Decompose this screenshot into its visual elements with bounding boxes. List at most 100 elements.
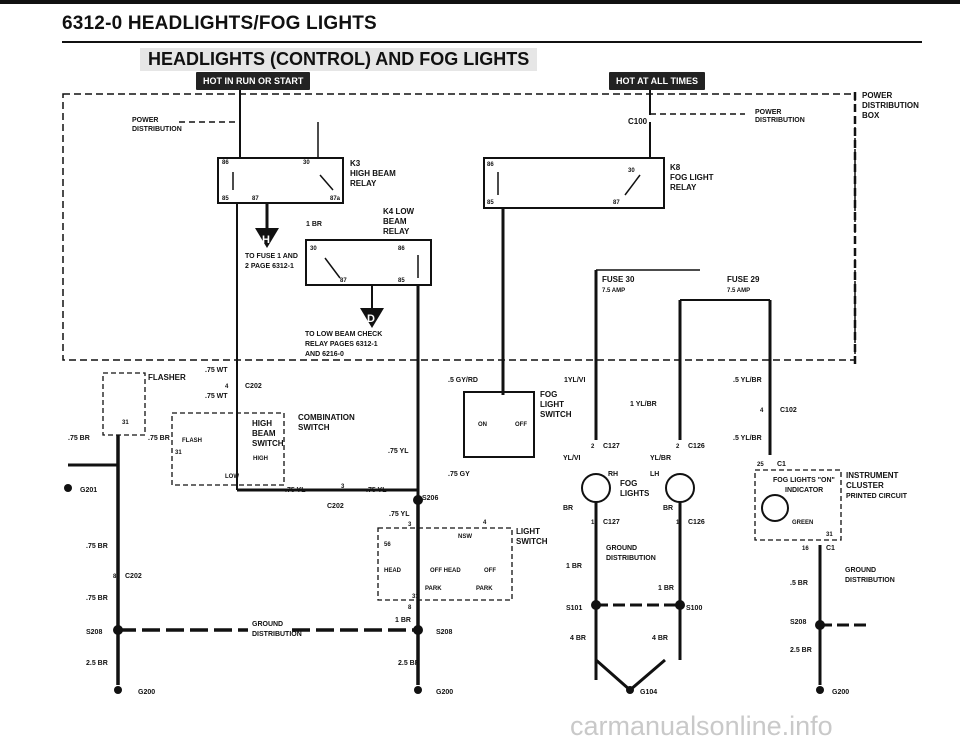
fog-switch-label-3: SWITCH xyxy=(540,410,572,419)
park-pos-2: PARK xyxy=(476,586,493,592)
power-dist-label-2: DISTRIBUTION xyxy=(132,126,182,133)
conn-1b: 1 xyxy=(676,520,680,526)
combination-label: COMBINATION xyxy=(298,413,355,422)
wire-75br-4: .75 BR xyxy=(86,595,108,602)
combination-label-2: SWITCH xyxy=(298,423,330,432)
c127-label-a: C127 xyxy=(603,443,620,450)
wire-75wt: .75 WT xyxy=(205,367,228,374)
conn-16: 16 xyxy=(802,546,809,552)
conn-25: 25 xyxy=(757,462,764,468)
ylvi-label: YL/VI xyxy=(563,455,581,462)
c126-label-b: C126 xyxy=(688,519,705,526)
wire-1br-4: 1 BR xyxy=(658,585,674,592)
high-pos: HIGH xyxy=(253,456,268,462)
wire-1br: 1 BR xyxy=(306,221,322,228)
k3-label: K3 xyxy=(350,159,361,168)
high-beam-sw-label-2: BEAM xyxy=(252,429,276,438)
wire-4br: 4 BR xyxy=(570,635,586,642)
k8-label-3: RELAY xyxy=(670,183,697,192)
wire-1ylbr: 1 YL/BR xyxy=(630,401,657,408)
g200-mid-label: G200 xyxy=(436,689,453,696)
section-title: HEADLIGHTS (CONTROL) AND FOG LIGHTS xyxy=(140,48,538,71)
c102-label: C102 xyxy=(780,407,797,414)
instrument-cluster-label-2: CLUSTER xyxy=(846,481,884,490)
fog-switch-label: FOG xyxy=(540,390,557,399)
c202-label-a: C202 xyxy=(245,383,262,390)
c126-label-a: C126 xyxy=(688,443,705,450)
to-low-beam-label-2: RELAY PAGES 6312-1 xyxy=(305,341,378,348)
wire-75br: .75 BR xyxy=(68,435,90,442)
conn-2a: 2 xyxy=(591,444,595,450)
off-pos: OFF xyxy=(484,568,496,574)
wire-75gy: .75 GY xyxy=(448,471,470,478)
fuse29-amp: 7.5 AMP xyxy=(727,288,750,294)
fog-on-pos: ON xyxy=(478,422,487,428)
k8-label: K8 xyxy=(670,163,681,172)
h-marker-letter: H xyxy=(262,234,270,246)
k8-pin-30: 30 xyxy=(628,168,635,174)
wire-5br: .5 BR xyxy=(790,580,808,587)
k3-pin-30: 30 xyxy=(303,160,310,166)
c100-label: C100 xyxy=(628,117,648,126)
conn-2b: 2 xyxy=(676,444,680,450)
wire-75br-3: .75 BR xyxy=(86,543,108,550)
k3-label-3: RELAY xyxy=(350,179,377,188)
instrument-cluster-label-3: PRINTED CIRCUIT xyxy=(846,493,908,500)
g200-right-label: G200 xyxy=(832,689,849,696)
park-pos: PARK xyxy=(425,586,442,592)
pdb-label-2: DISTRIBUTION xyxy=(862,101,919,110)
to-fuse-label-2: 2 PAGE 6312-1 xyxy=(245,263,294,270)
pdb-label-3: BOX xyxy=(862,111,880,120)
s206-label: S206 xyxy=(422,495,438,502)
light-switch-label: LIGHT xyxy=(516,527,540,536)
wire-25br-3: 2.5 BR xyxy=(790,647,812,654)
watermark: carmanualsonline.info xyxy=(570,711,833,741)
c202-label-c: C202 xyxy=(125,573,142,580)
k4-label-3: RELAY xyxy=(383,227,410,236)
s101-label: S101 xyxy=(566,605,582,612)
g200-left-label: G200 xyxy=(138,689,155,696)
ylbr-label: YL/BR xyxy=(650,455,671,462)
wire-1br-2: 1 BR xyxy=(395,617,411,624)
pin-56: 56 xyxy=(384,542,391,548)
c1-label-a: C1 xyxy=(777,461,786,468)
k3-pin-86: 86 xyxy=(222,160,229,166)
flasher-box xyxy=(102,372,146,436)
conn-8a: 8 xyxy=(408,605,412,611)
k4-label: K4 LOW xyxy=(383,207,415,216)
s208-right-label: S208 xyxy=(790,619,806,626)
hot-in-run-badge: HOT IN RUN OR START xyxy=(196,72,311,90)
high-beam-sw-label: HIGH xyxy=(252,419,272,428)
light-switch-box xyxy=(377,527,513,601)
k8-label-2: FOG LIGHT xyxy=(670,173,714,182)
wire-75wt-2: .75 WT xyxy=(205,393,228,400)
instrument-cluster-label: INSTRUMENT xyxy=(846,471,899,480)
wire-75yl: .75 YL xyxy=(388,448,409,455)
k3-label-2: HIGH BEAM xyxy=(350,169,396,178)
wire-5gyrd: .5 GY/RD xyxy=(448,377,478,384)
to-low-beam-label-3: AND 6216-0 xyxy=(305,351,344,358)
k8-pin-87: 87 xyxy=(613,200,620,206)
nsw-label: NSW xyxy=(458,534,472,540)
k8-pin-86: 86 xyxy=(487,162,494,168)
title-rule xyxy=(62,41,922,43)
wire-25br-2: 2.5 BR xyxy=(398,660,420,667)
pin-31c: 31 xyxy=(412,594,419,600)
rh-label: RH xyxy=(608,471,618,478)
ground-dist-label-b: GROUND xyxy=(606,545,637,552)
wire-1ylvi: 1YL/VI xyxy=(564,377,585,384)
k3-pin-85: 85 xyxy=(222,196,229,202)
fog-lights-label-2: LIGHTS xyxy=(620,489,650,498)
lh-label: LH xyxy=(650,471,659,478)
pin-31b: 31 xyxy=(175,450,182,456)
fog-switch-label-2: LIGHT xyxy=(540,400,564,409)
wire-75yl-4: .75 YL xyxy=(389,511,410,518)
pin-31d: 31 xyxy=(826,532,833,538)
k4-pin-87: 87 xyxy=(340,278,347,284)
power-dist-label: POWER xyxy=(132,117,158,124)
conn-4b: 4 xyxy=(483,520,487,526)
s208-left-label: S208 xyxy=(86,629,102,636)
pdb-label-1: POWER xyxy=(862,91,892,100)
conn-8b: 8 xyxy=(113,574,117,580)
fuse30-label: FUSE 30 xyxy=(602,275,635,284)
